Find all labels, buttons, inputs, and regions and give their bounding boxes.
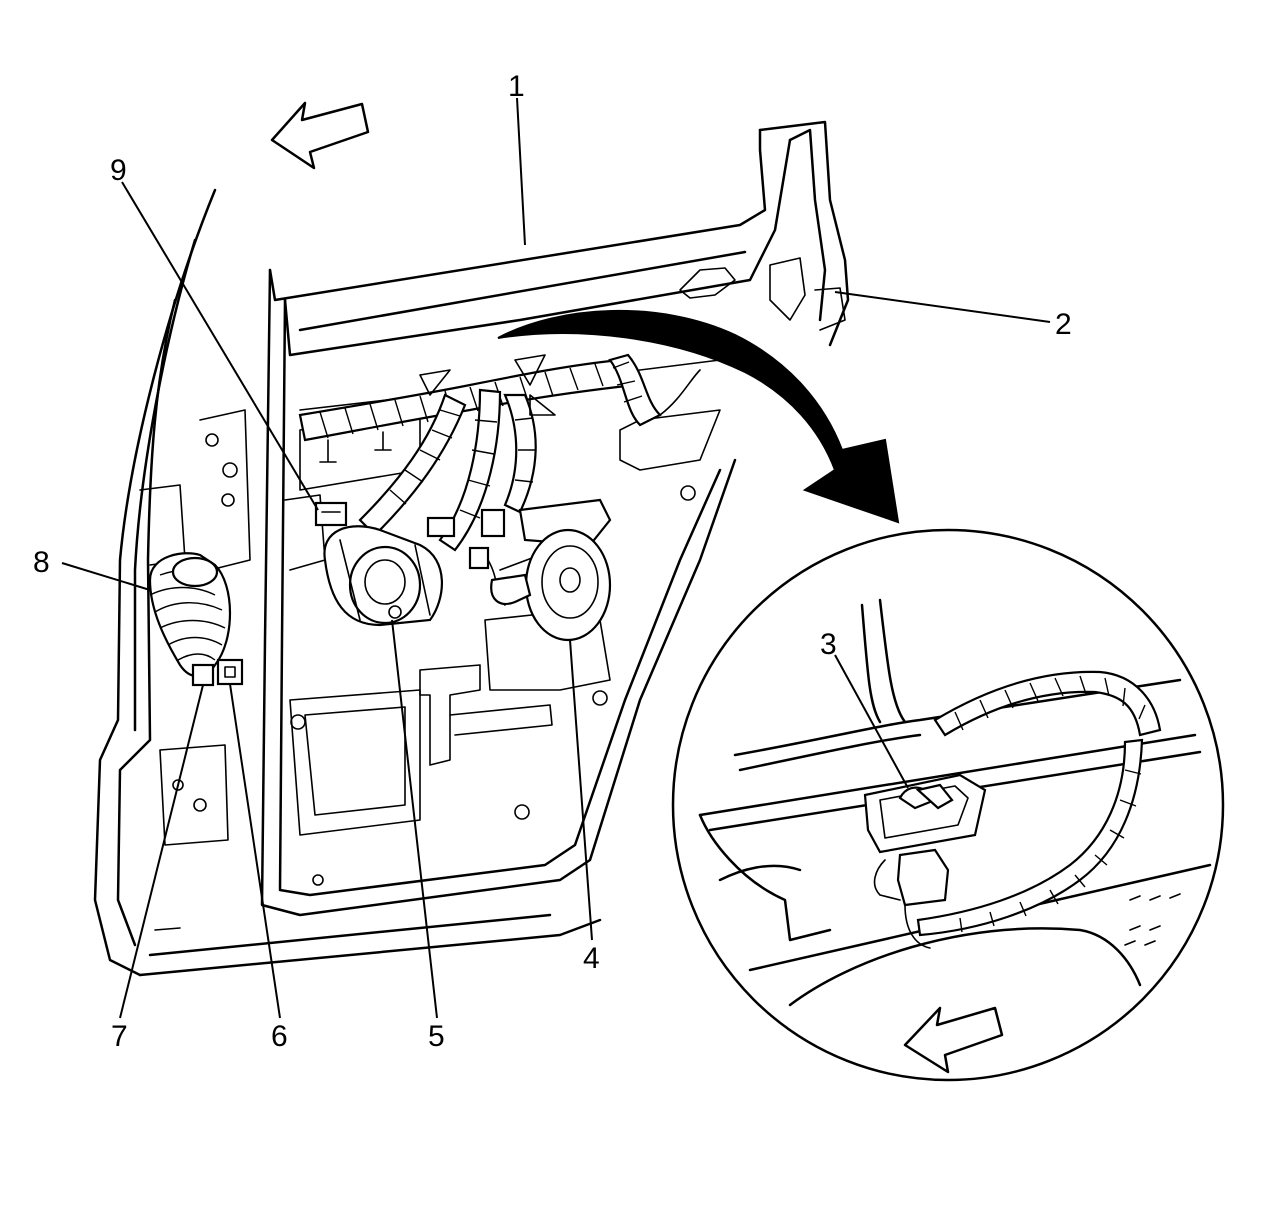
callout-7: 7 xyxy=(111,1020,128,1053)
curved-arrow-icon xyxy=(497,310,900,524)
speaker xyxy=(490,498,612,642)
leader-1 xyxy=(516,97,526,246)
door-panel xyxy=(93,120,850,977)
callout-4: 4 xyxy=(583,942,600,975)
callout-3: 3 xyxy=(820,628,837,661)
callout-1: 1 xyxy=(508,70,525,103)
direction-arrow-icon xyxy=(903,1006,1004,1074)
direction-arrow-icon xyxy=(270,101,370,170)
wiring-conduit xyxy=(148,552,244,687)
leader-5 xyxy=(391,619,438,1019)
leader-4 xyxy=(569,639,593,941)
leader-7 xyxy=(119,684,204,1019)
connector-7 xyxy=(191,663,215,687)
leader-8 xyxy=(61,562,151,591)
callout-8: 8 xyxy=(33,546,50,579)
detail-view xyxy=(671,528,1225,1082)
leader-6 xyxy=(229,683,281,1019)
leader-lines xyxy=(61,97,1051,1019)
leader-9 xyxy=(121,181,319,511)
callout-6: 6 xyxy=(271,1020,288,1053)
connector-6 xyxy=(216,658,244,686)
window-motor xyxy=(323,525,443,627)
callout-9: 9 xyxy=(110,154,127,187)
callout-5: 5 xyxy=(428,1020,445,1053)
leader-3 xyxy=(834,654,909,789)
callout-2: 2 xyxy=(1055,308,1072,341)
callout-labels: 1 2 3 4 5 6 7 8 9 xyxy=(33,70,1072,1053)
leader-2 xyxy=(834,291,1051,323)
